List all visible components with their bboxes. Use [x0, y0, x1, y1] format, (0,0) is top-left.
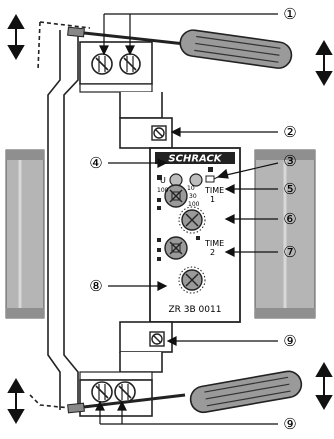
callout-6-label: ⑥ — [283, 210, 296, 228]
din-rail-right — [254, 149, 316, 319]
callout-5: ⑤ — [283, 180, 296, 198]
lower-latch — [119, 321, 173, 373]
callout-9b: ⑨ — [283, 415, 296, 433]
screw-terminal-top-2 — [119, 53, 141, 75]
callout-9a: ⑨ — [283, 332, 296, 350]
callout-9a-label: ⑨ — [283, 332, 296, 350]
callout-6: ⑥ — [283, 210, 296, 228]
time2-range-dial[interactable] — [164, 236, 188, 260]
time1-value-dial[interactable] — [178, 206, 206, 234]
screwdriver-top — [67, 26, 293, 69]
time1-index: 1 — [210, 195, 215, 204]
time1-label: TIME — [204, 186, 224, 195]
screw-terminal-bottom-1 — [91, 381, 113, 403]
din-rail-left — [5, 149, 45, 319]
callout-3-label: ③ — [283, 152, 296, 170]
led-label: U — [160, 176, 166, 185]
bottom-terminal-block — [79, 371, 153, 417]
callout-5-label: ⑤ — [283, 180, 296, 198]
time2-label: TIME — [204, 239, 224, 248]
callout-7-label: ⑦ — [283, 243, 296, 261]
time1-range-dial[interactable] — [164, 184, 188, 208]
relay-led — [189, 173, 203, 187]
callout-1-label: ① — [283, 5, 296, 23]
vertical-arrow-top-left-icon — [7, 14, 25, 60]
screw-latch-lower — [149, 331, 165, 347]
dial-scale-100: 100 — [157, 187, 169, 194]
callout-1: ① — [283, 5, 296, 23]
model-label: ZR 3B 0011 — [169, 305, 222, 315]
callout-4: ④ — [89, 154, 102, 172]
dial-scale-10: 10 — [187, 185, 195, 192]
screwdriver-bottom — [67, 370, 303, 414]
relay-housing — [29, 21, 91, 411]
callout-9b-label: ⑨ — [283, 415, 296, 433]
upper-latch — [119, 92, 173, 149]
callout-2: ② — [283, 123, 296, 141]
leader-lines — [95, 13, 279, 425]
callout-7: ⑦ — [283, 243, 296, 261]
brand-label: SCHRACK — [168, 154, 222, 165]
dial-scale-100b: 100 — [188, 201, 200, 208]
power-led — [169, 173, 183, 187]
vertical-arrow-bottom-right-icon — [315, 362, 333, 410]
screw-terminal-top-1 — [91, 53, 113, 75]
dial-scale-30: 30 — [189, 193, 197, 200]
time2-index: 2 — [210, 248, 215, 257]
callout-4-label: ④ — [89, 154, 102, 172]
screw-terminal-bottom-2 — [114, 381, 136, 403]
callout-8-label: ⑧ — [89, 277, 102, 295]
screw-latch-upper — [151, 125, 167, 141]
vertical-arrow-top-right-icon — [315, 40, 333, 86]
vertical-arrow-bottom-left-icon — [7, 378, 25, 424]
callout-2-label: ② — [283, 123, 296, 141]
time2-value-dial[interactable] — [178, 266, 206, 294]
top-terminal-block — [79, 41, 153, 93]
callout-3: ③ — [283, 152, 296, 170]
callout-8: ⑧ — [89, 277, 102, 295]
